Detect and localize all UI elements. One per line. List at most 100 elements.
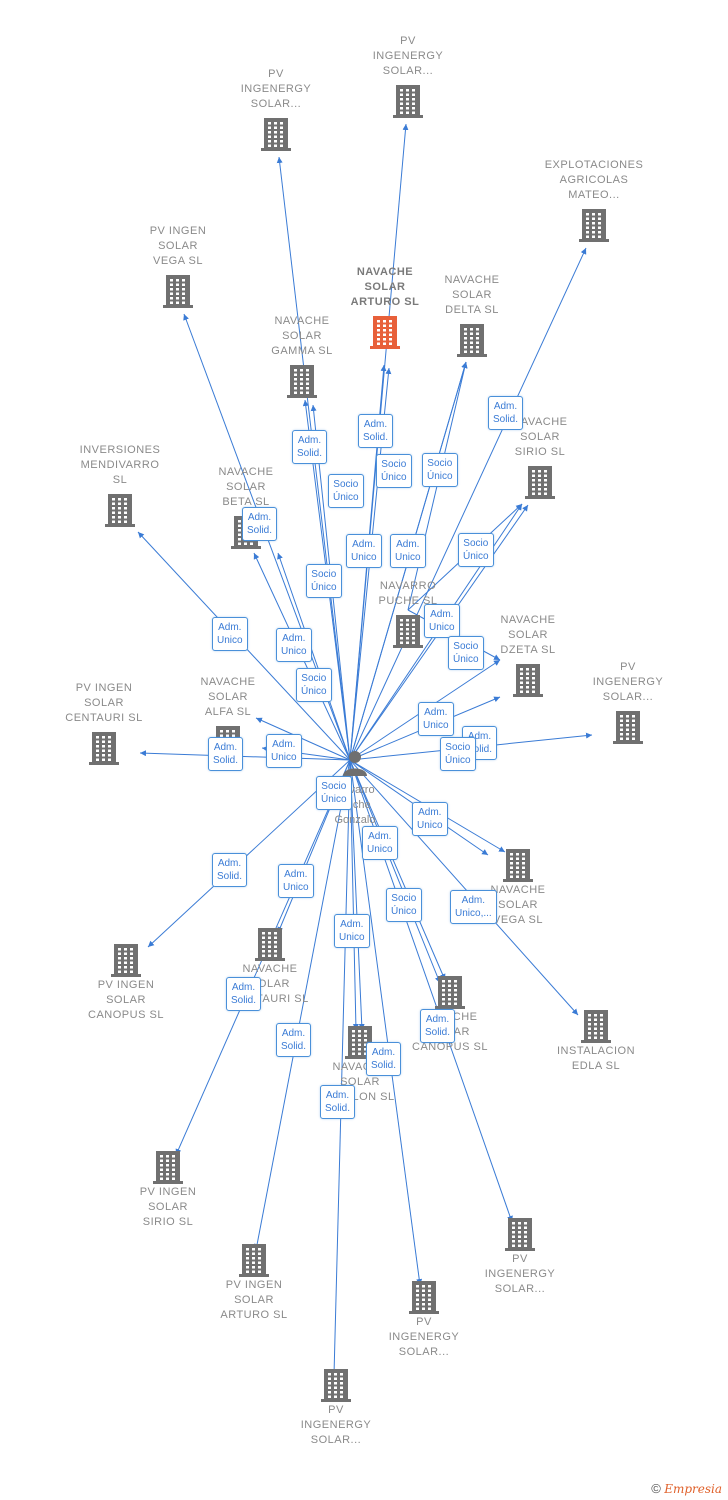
relationship-badge[interactable]: Adm. Solid. <box>320 1085 356 1119</box>
person-name-line: Gonzalo <box>334 814 376 826</box>
badge-text: Solid. <box>325 1103 351 1114</box>
badge-text: Adm. <box>430 609 454 620</box>
relationship-badge[interactable]: Adm.Unico <box>266 734 302 768</box>
relationship-badge[interactable]: Adm.Solid. <box>366 1042 402 1076</box>
copyright-symbol: © <box>651 1481 661 1496</box>
badge-text: Unico <box>217 635 243 646</box>
relationship-badge[interactable]: Adm.Solid. <box>420 1009 456 1043</box>
badge-text: Adm. <box>325 1090 350 1101</box>
relationship-badge[interactable]: Adm.Unico <box>412 802 448 836</box>
relationship-badge[interactable]: Adm.Unico <box>418 702 454 736</box>
badge-text: Unico <box>281 646 307 657</box>
badge-text: Unico,... <box>455 908 492 919</box>
relationship-badge[interactable]: Adm.Solid. <box>212 853 248 887</box>
badge-text: Unico <box>367 844 393 855</box>
building-icon <box>579 209 609 242</box>
edge-line <box>255 717 351 761</box>
badge-text: Unico <box>351 552 377 563</box>
relationship-badge[interactable]: Adm.Unico,... <box>450 890 497 924</box>
relationship-badge[interactable]: Adm.Solid. <box>242 507 278 541</box>
badge-text: Solid. <box>297 448 323 459</box>
badge-text: Solid. <box>247 525 273 536</box>
relationship-badge[interactable]: Adm.Unico <box>390 534 426 568</box>
relationship-badge[interactable]: Adm.Solid. <box>488 396 524 430</box>
relationship-badge[interactable]: Adm.Unico <box>346 534 382 568</box>
relationship-badge[interactable]: Adm.Solid. <box>208 737 244 771</box>
building-icon <box>163 275 193 308</box>
relationship-badge[interactable]: Adm.Unico <box>278 864 314 898</box>
relationship-badge[interactable]: Adm.Unico <box>424 604 460 638</box>
building-icon <box>261 118 291 151</box>
badge-text: Adm. <box>213 742 238 753</box>
edge-line <box>254 759 351 1251</box>
relationship-badge[interactable]: Adm.Solid. <box>358 414 394 448</box>
badge-text: Único <box>453 654 479 665</box>
badge-text: Unico <box>283 882 309 893</box>
badge-text: Solid. <box>467 744 493 755</box>
brand-name: Empresia <box>664 1482 722 1496</box>
footer-brand[interactable]: © Empresia <box>651 1481 722 1496</box>
badge-text: Adm. <box>217 858 242 869</box>
relationship-badge[interactable]: Adm.Unico <box>212 617 248 651</box>
badge-text: Socio <box>381 459 407 470</box>
relationship-badge[interactable]: Adm.Solid. <box>276 1023 312 1057</box>
relationship-badge[interactable]: Adm.Unico <box>362 826 398 860</box>
badge-text: Único <box>445 755 471 766</box>
edge-line <box>349 759 423 1286</box>
badge-text: Socio <box>445 742 471 753</box>
relationship-badge[interactable]: Adm.Unico <box>334 914 370 948</box>
relationship-badge[interactable]: Adm.Solid. <box>226 977 262 1011</box>
badge-text: Único <box>381 472 407 483</box>
badge-text: Solid. <box>363 432 389 443</box>
badge-text: Socio <box>321 781 347 792</box>
badge-text: Solid. <box>425 1027 451 1038</box>
relationship-badge[interactable]: Adm.Unico <box>276 628 312 662</box>
relationship-badge[interactable]: Adm. Solid. <box>292 430 328 464</box>
badge-text: Adm. <box>297 435 322 446</box>
